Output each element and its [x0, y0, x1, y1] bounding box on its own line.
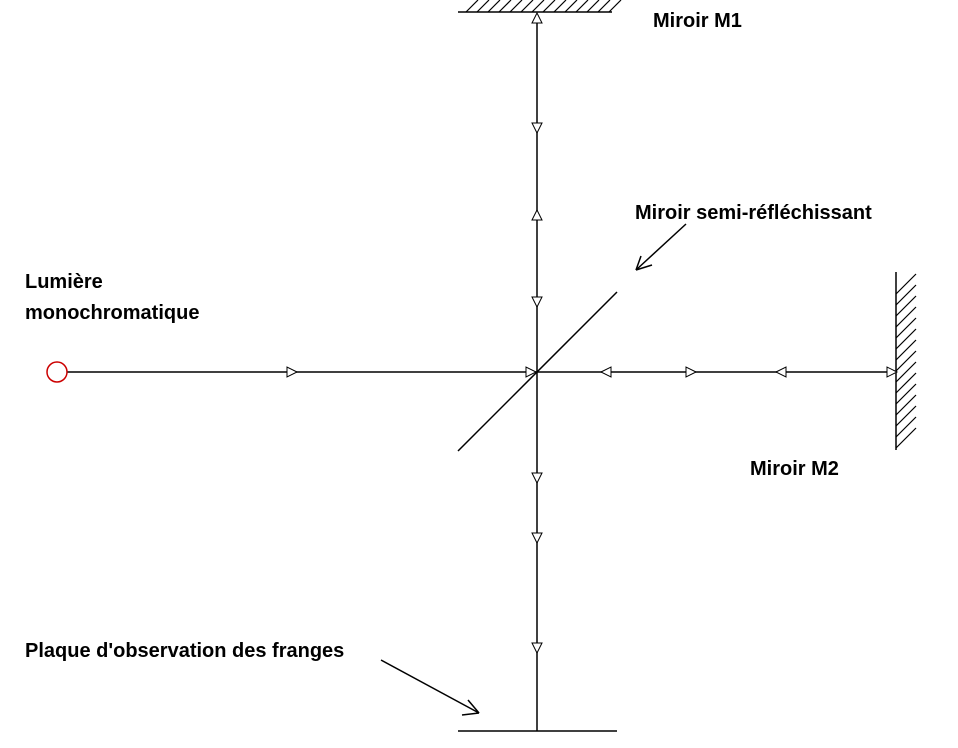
hatch-line — [575, 0, 589, 13]
hatch-line — [895, 416, 917, 438]
ray-arrowhead — [531, 208, 543, 221]
ray-arrowhead — [685, 366, 698, 378]
hatch-line — [476, 0, 490, 13]
screen-label: Plaque d'observation des franges — [25, 640, 344, 662]
hatch-line — [553, 0, 567, 13]
hatch-line — [895, 339, 917, 361]
hatch-line — [542, 0, 556, 13]
hatch-line — [531, 0, 545, 13]
hatch-line — [895, 405, 917, 427]
beam-splitter-pointer — [635, 223, 687, 271]
mirror-m2 — [895, 272, 917, 450]
hatch-line — [895, 427, 917, 449]
ray-arrowhead — [286, 366, 299, 378]
mirror-m2-hatching — [895, 273, 917, 449]
hatch-line — [895, 372, 917, 394]
ray-arrowhead — [531, 11, 543, 24]
hatch-line — [586, 0, 600, 13]
ray-arrowhead — [886, 366, 899, 378]
hatch-line — [520, 0, 534, 13]
hatch-line — [597, 0, 611, 13]
hatch-line — [509, 0, 523, 13]
hatch-line — [608, 0, 622, 13]
hatch-line — [895, 284, 917, 306]
beam-splitter-label: Miroir semi-réfléchissant — [635, 202, 872, 224]
hatch-line — [895, 295, 917, 317]
ray-arrowhead — [774, 366, 787, 378]
ray-arrowhead — [531, 642, 543, 655]
hatch-line — [564, 0, 578, 13]
light-source-icon — [46, 361, 68, 383]
ray-arrowhead — [525, 366, 538, 378]
hatch-line — [895, 394, 917, 416]
hatch-line — [895, 383, 917, 405]
light-source-label-line1: Lumière — [25, 271, 103, 293]
light-source-label-line2: monochromatique — [25, 302, 199, 324]
hatch-line — [465, 0, 479, 13]
ray-arrowhead — [531, 296, 543, 309]
mirror-m2-label: Miroir M2 — [750, 458, 839, 480]
hatch-line — [895, 361, 917, 383]
ray-arrows — [286, 11, 899, 655]
mirror-m1-hatching — [465, 0, 622, 13]
ray-arrowhead — [531, 532, 543, 545]
mirror-m1-label: Miroir M1 — [653, 10, 742, 32]
hatch-line — [895, 317, 917, 339]
hatch-line — [895, 306, 917, 328]
ray-arrowhead — [599, 366, 612, 378]
screen-pointer — [380, 659, 480, 716]
hatch-line — [895, 350, 917, 372]
ray-arrowhead — [531, 122, 543, 135]
mirror-m1 — [458, 0, 622, 13]
hatch-line — [498, 0, 512, 13]
ray-arrowhead — [531, 472, 543, 485]
hatch-line — [895, 328, 917, 350]
hatch-line — [895, 273, 917, 295]
hatch-line — [487, 0, 501, 13]
